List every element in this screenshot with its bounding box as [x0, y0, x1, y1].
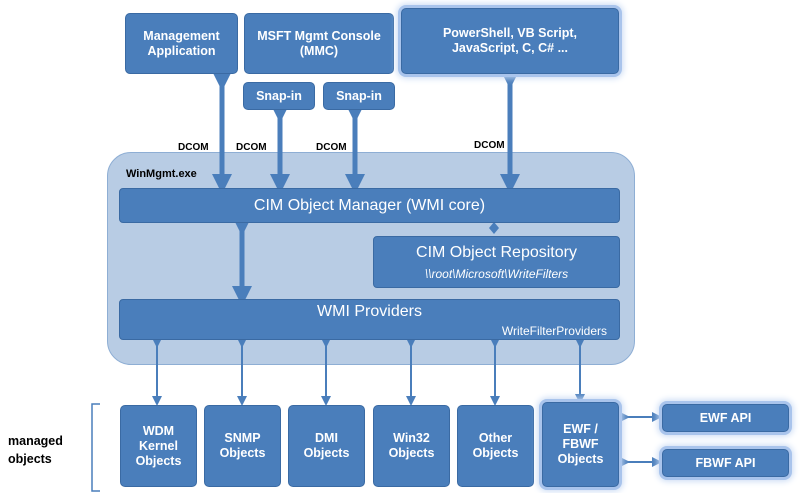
cim-object-manager: CIM Object Manager (WMI core) [119, 188, 620, 223]
snapin-box-1: Snap-in [243, 82, 315, 110]
wmi-providers: WMI Providers WriteFilterProviders [119, 299, 620, 340]
repository-path: \\root\Microsoft\WriteFilters [424, 267, 569, 281]
managed-objects-brace [91, 403, 100, 492]
managed-object-snmp: SNMP Objects [204, 405, 281, 487]
scripts-box: PowerShell, VB Script, JavaScript, C, C#… [401, 8, 619, 74]
cim-object-manager-label: CIM Object Manager (WMI core) [253, 196, 486, 214]
managed-object-ewf-fbwf: EWF / FBWF Objects [542, 402, 619, 487]
management-application-box: Management Application [125, 13, 238, 74]
snapin-box-2: Snap-in [323, 82, 395, 110]
managed-objects-label: managed objects [8, 434, 63, 466]
write-filter-providers: WriteFilterProviders [501, 324, 607, 338]
dcom-label-4: DCOM [474, 140, 505, 151]
managed-object-win32: Win32 Objects [373, 405, 450, 487]
cim-object-repository: CIM Object Repository \\root\Microsoft\W… [373, 236, 620, 288]
managed-object-other: Other Objects [457, 405, 534, 487]
dcom-label-2: DCOM [236, 142, 267, 153]
dcom-label-1: DCOM [178, 142, 209, 153]
mmc-box: MSFT Mgmt Console (MMC) [244, 13, 394, 74]
repository-title: CIM Object Repository [416, 244, 577, 261]
managed-object-wdm: WDM Kernel Objects [120, 405, 197, 487]
ewf-api-box: EWF API [662, 404, 789, 432]
dcom-label-3: DCOM [316, 142, 347, 153]
connector-manager-repository [489, 222, 499, 234]
winmgmt-label: WinMgmt.exe [126, 168, 197, 180]
managed-object-dmi: DMI Objects [288, 405, 365, 487]
wmi-providers-title: WMI Providers [317, 303, 422, 320]
fbwf-api-box: FBWF API [662, 449, 789, 477]
